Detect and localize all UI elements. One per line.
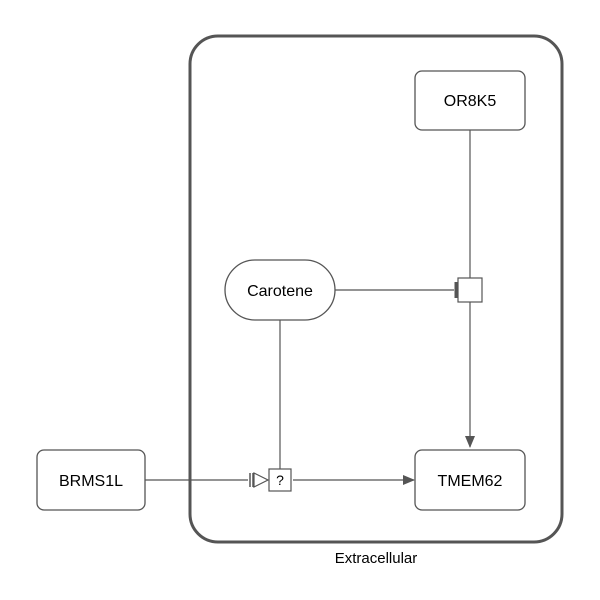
node-brms1l-shape	[36, 449, 146, 511]
node-carotene-shape	[224, 259, 336, 321]
node-or8k5-label: OR8K5	[444, 93, 497, 110]
node-brms1l-label: BRMS1L	[59, 473, 123, 490]
node-tmem62[interactable]: TMEM62	[414, 449, 526, 511]
process-node-lower[interactable]: ?	[268, 468, 292, 492]
process-node-upper[interactable]	[457, 277, 483, 303]
modulation-triangle-lower	[253, 472, 270, 488]
process-node-lower-box	[268, 468, 292, 492]
node-tmem62-shape	[414, 449, 526, 511]
node-or8k5[interactable]: OR8K5	[414, 70, 526, 131]
process-node-upper-box	[457, 277, 483, 303]
edges	[145, 130, 475, 485]
node-tmem62-label: TMEM62	[438, 473, 503, 490]
node-carotene[interactable]: Carotene	[224, 259, 336, 321]
node-brms1l[interactable]: BRMS1L	[36, 449, 146, 511]
process-node-lower-label: ?	[276, 472, 284, 488]
node-carotene-label: Carotene	[247, 283, 313, 300]
node-or8k5-shape	[414, 70, 526, 131]
arc-decorations	[249, 282, 458, 488]
compartment-extracellular: Extracellular	[188, 34, 564, 567]
compartment-label: Extracellular	[335, 550, 418, 567]
compartment-border	[188, 34, 564, 544]
